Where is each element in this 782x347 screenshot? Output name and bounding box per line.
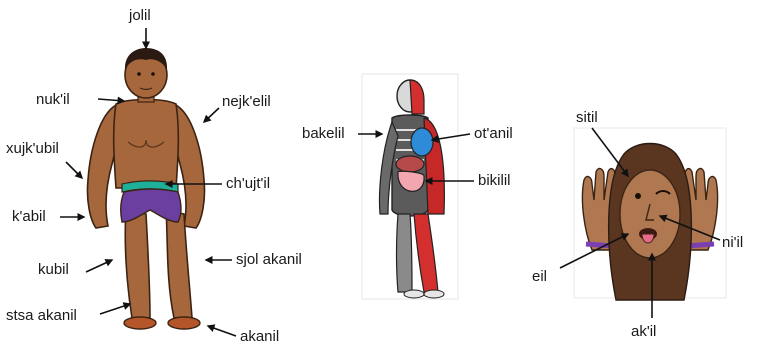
- label-neck: nuk'il: [36, 91, 70, 108]
- face-figure: [574, 128, 726, 300]
- anatomy-figure: [362, 74, 458, 299]
- label-bone: bakelil: [302, 125, 345, 142]
- label-nose: ni'il: [722, 234, 743, 251]
- label-heart: ot'anil: [474, 125, 513, 142]
- label-hair: sitil: [576, 109, 598, 126]
- label-elbow: xujk'ubil: [6, 140, 59, 157]
- label-mouth: ak'il: [631, 323, 656, 340]
- label-hand: k'abil: [12, 208, 46, 225]
- label-belly: ch'ujt'il: [226, 175, 270, 192]
- label-foot: akanil: [240, 328, 279, 345]
- label-calf: sjol akanil: [236, 251, 302, 268]
- label-shoulder: nejk'elil: [222, 93, 271, 110]
- full-body-figure: [87, 48, 204, 329]
- label-head: jolil: [128, 7, 151, 24]
- label-tongue: eil: [532, 268, 547, 285]
- label-intestines: bikilil: [478, 172, 511, 189]
- label-ankle: stsa akanil: [6, 307, 77, 324]
- label-knee: kubil: [38, 261, 69, 278]
